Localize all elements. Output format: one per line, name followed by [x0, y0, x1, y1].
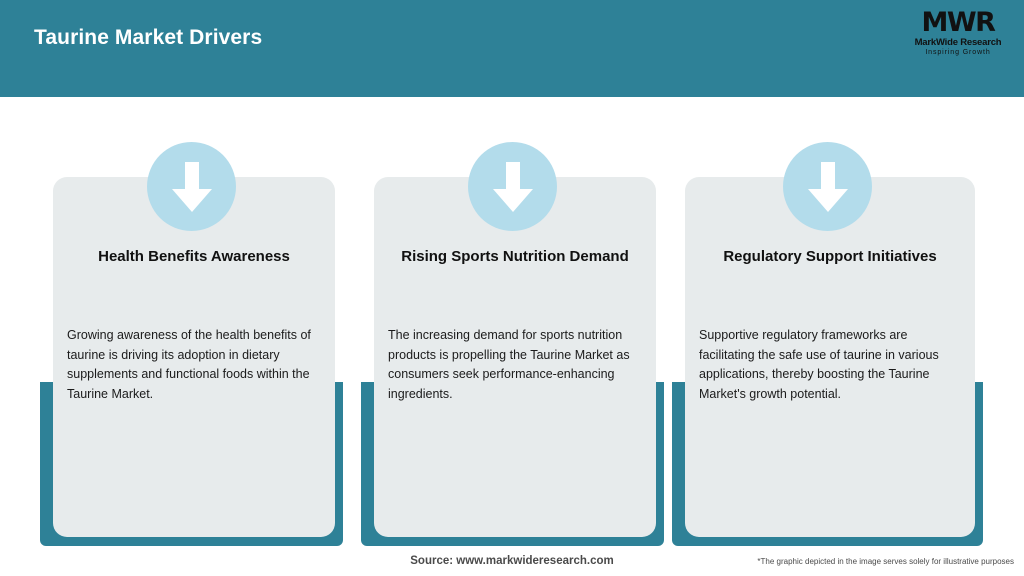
driver-cards-row: Health Benefits Awareness Growing awaren…: [0, 97, 1024, 576]
arrow-down-icon: [147, 142, 236, 231]
card-body-text: The increasing demand for sports nutriti…: [388, 328, 630, 401]
arrow-down-icon: [468, 142, 557, 231]
driver-card-3[interactable]: Regulatory Support Initiatives Supportiv…: [672, 97, 984, 576]
logo-mark-icon: MWR: [921, 7, 996, 38]
logo-tagline: Inspiring Growth: [925, 49, 991, 56]
card-body-text: Growing awareness of the health benefits…: [67, 328, 311, 401]
card-panel: [374, 177, 656, 537]
driver-card-2[interactable]: Rising Sports Nutrition Demand The incre…: [361, 97, 673, 576]
header-band: [0, 0, 1024, 97]
page-title: Taurine Market Drivers: [34, 26, 263, 49]
logo-company-name: MarkWide Research: [914, 37, 1002, 48]
card-panel: [685, 177, 975, 537]
card-title: Regulatory Support Initiatives: [723, 248, 937, 265]
arrow-down-icon: [783, 142, 872, 231]
company-logo: MWR MarkWide Research Inspiring Growth: [906, 9, 1010, 59]
source-label: Source: www.markwideresearch.com: [410, 555, 614, 567]
card-body-text: Supportive regulatory frameworks are fac…: [699, 328, 939, 401]
card-panel: [53, 177, 335, 537]
card-title: Health Benefits Awareness: [98, 248, 290, 265]
card-title: Rising Sports Nutrition Demand: [401, 248, 629, 265]
disclaimer-label: *The graphic depicted in the image serve…: [757, 557, 1014, 566]
driver-card-1[interactable]: Health Benefits Awareness Growing awaren…: [40, 97, 352, 576]
